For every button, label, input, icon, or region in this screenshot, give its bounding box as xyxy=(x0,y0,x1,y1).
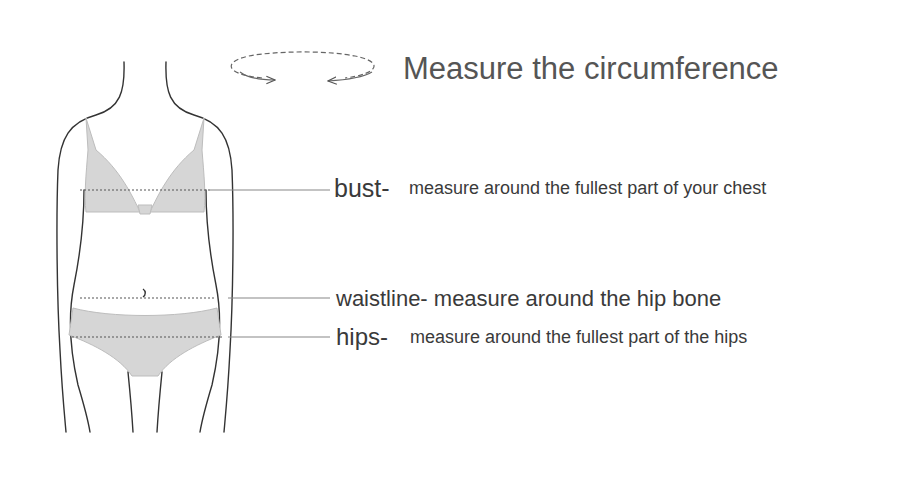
body-outline xyxy=(57,62,233,432)
circumference-icon xyxy=(231,52,374,81)
navel xyxy=(143,289,145,297)
bra xyxy=(85,118,205,214)
leader-lines xyxy=(210,190,330,337)
measure-name: hips- xyxy=(336,325,388,349)
measure-instruction: waistline- measure around the hip bone xyxy=(336,288,721,310)
heading: Measure the circumference xyxy=(403,53,779,84)
measure-instruction: measure around the fullest part of your … xyxy=(409,179,766,197)
measure-lines xyxy=(72,190,222,337)
panties xyxy=(69,308,221,376)
measure-name: bust- xyxy=(334,176,390,201)
measure-instruction: measure around the fullest part of the h… xyxy=(410,328,747,346)
